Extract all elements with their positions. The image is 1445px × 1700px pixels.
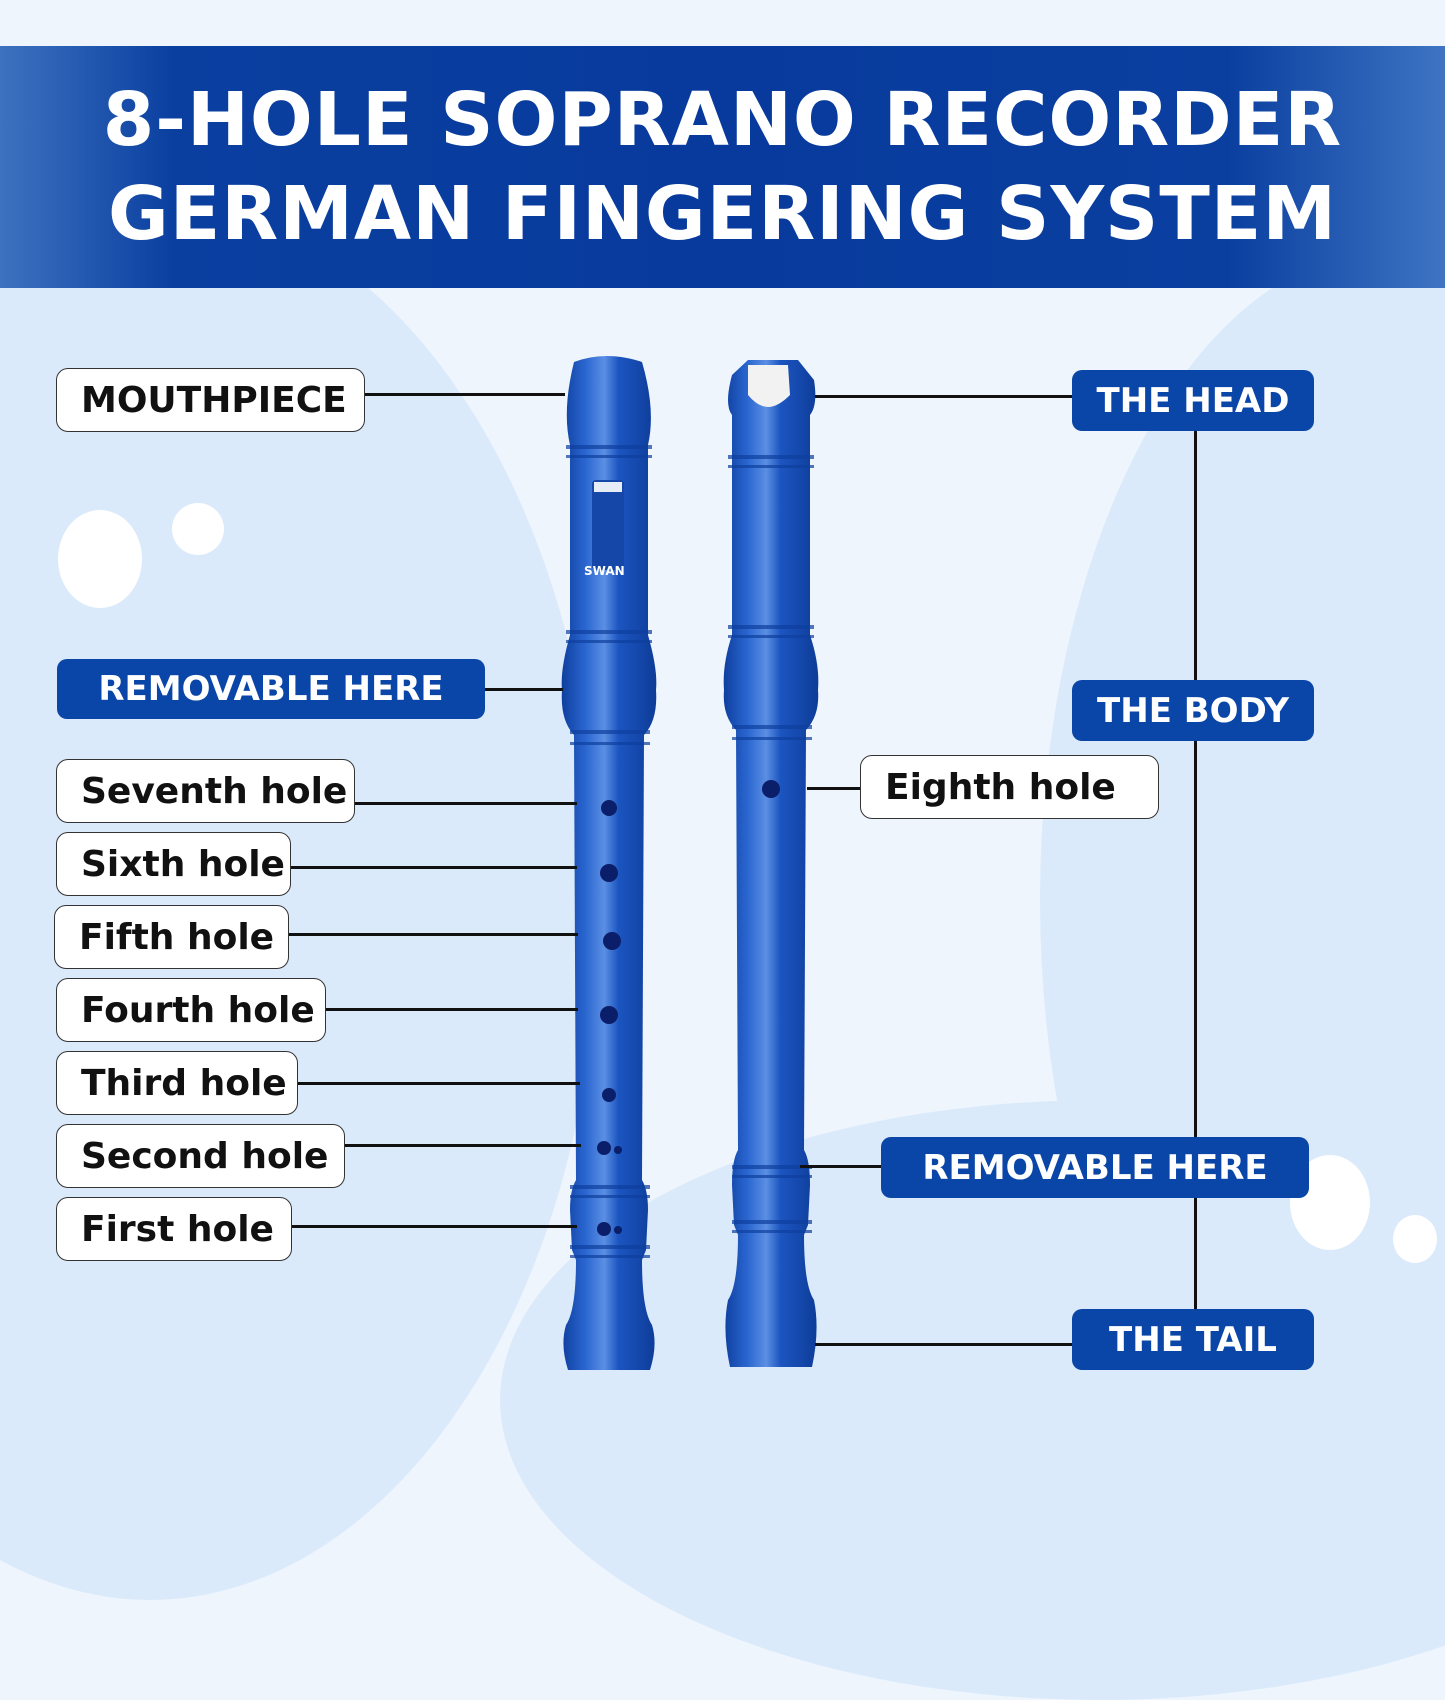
label-fifth-hole: Fifth hole (54, 905, 289, 969)
leader-line (326, 1008, 578, 1011)
label-text: REMOVABLE HERE (922, 1147, 1268, 1188)
leader-line (289, 933, 578, 936)
label-third-hole: Third hole (56, 1051, 298, 1115)
leader-line (345, 1144, 581, 1147)
label-mouthpiece: MOUTHPIECE (56, 368, 365, 432)
label-text: THE HEAD (1096, 380, 1290, 421)
leader-line (485, 688, 563, 691)
label-text: First hole (81, 1208, 274, 1250)
leader-line (365, 393, 565, 396)
label-text: Fourth hole (81, 989, 315, 1031)
label-text: Sixth hole (81, 843, 285, 885)
title-line-2: GERMAN FINGERING SYSTEM (108, 171, 1337, 257)
label-text: THE TAIL (1109, 1319, 1277, 1360)
label-first-hole: First hole (56, 1197, 292, 1261)
recorder-front-view: SWAN (561, 356, 657, 1370)
title-banner: 8-HOLE SOPRANO RECORDER GERMAN FINGERING… (0, 46, 1445, 288)
label-fourth-hole: Fourth hole (56, 978, 326, 1042)
label-text: Fifth hole (79, 916, 275, 958)
label-text: Eighth hole (885, 766, 1116, 808)
bubble (58, 510, 142, 608)
label-text: Seventh hole (81, 770, 348, 812)
title-line-1: 8-HOLE SOPRANO RECORDER (102, 77, 1343, 163)
label-text: MOUTHPIECE (81, 379, 347, 421)
label-seventh-hole: Seventh hole (56, 759, 355, 823)
leader-line (815, 395, 1072, 398)
leader-line (292, 1225, 577, 1228)
leader-line (800, 1165, 881, 1168)
label-the-head: THE HEAD (1072, 370, 1314, 431)
label-sixth-hole: Sixth hole (56, 832, 291, 896)
label-removable-right: REMOVABLE HERE (881, 1137, 1309, 1198)
label-removable-left: REMOVABLE HERE (57, 659, 485, 719)
label-eighth-hole: Eighth hole (860, 755, 1159, 819)
bracket-line (1194, 430, 1197, 1310)
recorder-back-view (723, 360, 819, 1367)
leader-line (298, 1082, 580, 1085)
label-second-hole: Second hole (56, 1124, 345, 1188)
label-text: Second hole (81, 1135, 329, 1177)
leader-line (807, 787, 860, 790)
bubble (1393, 1215, 1437, 1263)
label-the-tail: THE TAIL (1072, 1309, 1314, 1370)
brand-logo: SWAN (584, 564, 625, 578)
label-text: REMOVABLE HERE (98, 669, 444, 709)
leader-line (291, 866, 577, 869)
label-text: THE BODY (1097, 690, 1289, 731)
leader-line (355, 802, 577, 805)
bubble (172, 503, 224, 555)
label-text: Third hole (81, 1062, 287, 1104)
label-the-body: THE BODY (1072, 680, 1314, 741)
leader-line (815, 1343, 1072, 1346)
